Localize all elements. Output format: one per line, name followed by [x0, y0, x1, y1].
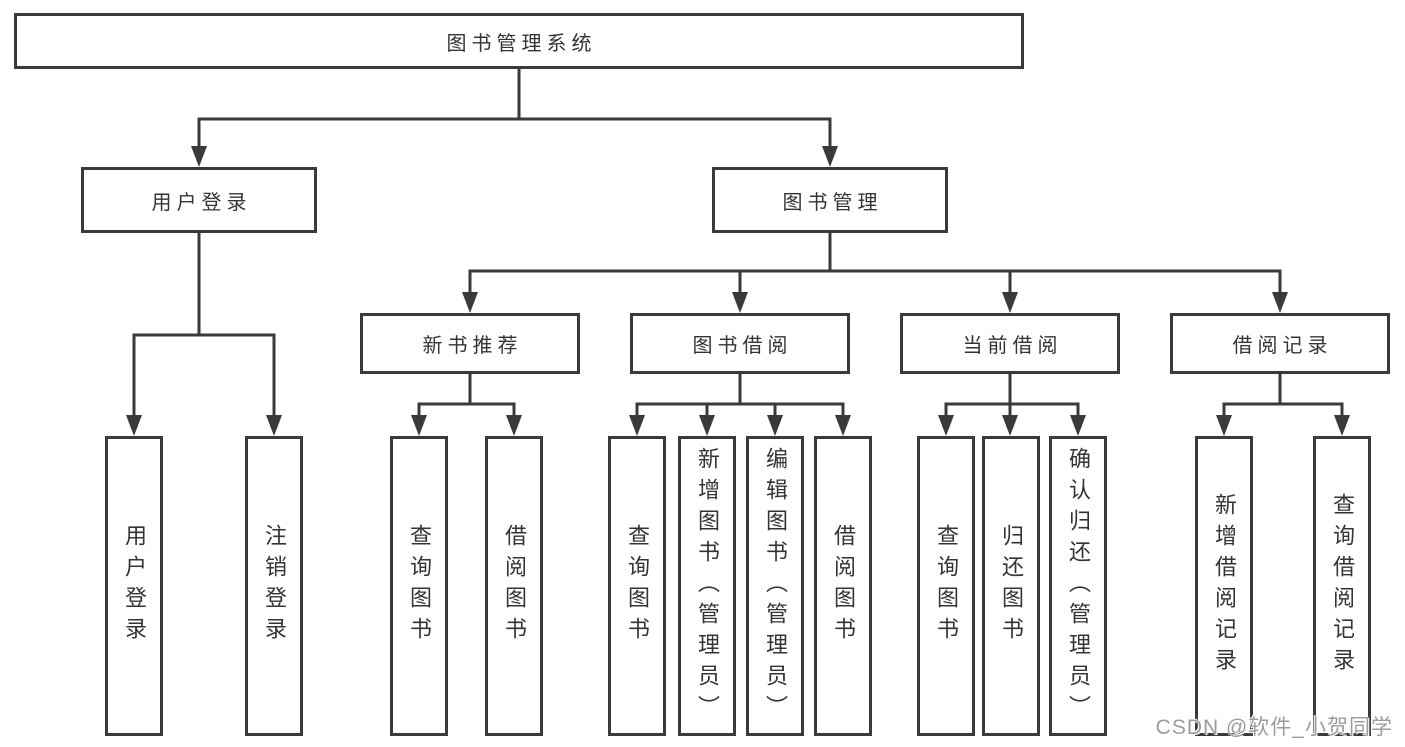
arrowhead	[1334, 415, 1350, 436]
node-new-book-recommend: 新书推荐	[360, 313, 580, 374]
arrowhead	[767, 415, 783, 436]
node-label: 图书管理系统	[446, 32, 597, 55]
arrowhead	[732, 292, 748, 313]
arrowhead	[266, 415, 282, 436]
connector-borrow-records-rail	[1222, 402, 1344, 419]
leaf-label: 编辑图书（管理员）	[763, 446, 788, 726]
arrowhead	[126, 415, 142, 436]
node-book-management: 图书管理	[712, 167, 948, 233]
leaf-query-borrow-record: 查询借阅记录	[1313, 436, 1371, 736]
node-label: 当前借阅	[962, 335, 1063, 357]
node-label: 借阅记录	[1232, 335, 1333, 357]
watermark-text: CSDN @软件_小贺同学	[1155, 716, 1393, 739]
node-book-borrowing: 图书借阅	[630, 313, 850, 374]
leaf-add-borrow-record: 新增借阅记录	[1195, 436, 1253, 736]
node-label: 用户登录	[151, 191, 252, 214]
arrowhead	[191, 146, 207, 167]
node-borrow-records: 借阅记录	[1170, 313, 1390, 374]
arrowhead	[1002, 292, 1018, 313]
leaf-label: 确认归还（管理员）	[1066, 446, 1091, 726]
node-label: 新书推荐	[422, 335, 523, 357]
node-user-login: 用户登录	[81, 167, 317, 233]
arrowhead	[835, 415, 851, 436]
leaf-query-book: 查询图书	[390, 436, 448, 736]
leaf-label: 查询图书	[407, 524, 432, 648]
leaf-label: 查询借阅记录	[1330, 493, 1355, 679]
leaf-label: 新增借阅记录	[1212, 493, 1237, 679]
arrowhead	[822, 146, 838, 167]
connector-user-login-rail	[132, 333, 276, 419]
connector-root-rail	[197, 117, 832, 150]
arrowhead	[506, 415, 522, 436]
arrowhead	[1272, 292, 1288, 313]
leaf-logout: 注销登录	[245, 436, 303, 736]
arrowhead	[938, 415, 954, 436]
node-library-management-system: 图书管理系统	[14, 13, 1024, 69]
arrowhead	[1002, 415, 1018, 436]
leaf-user-login: 用户登录	[105, 436, 163, 736]
leaf-confirm-return-admin: 确认归还（管理员）	[1049, 436, 1107, 736]
arrowhead	[462, 292, 478, 313]
leaf-borrow-book: 借阅图书	[814, 436, 872, 736]
leaf-label: 查询图书	[625, 524, 650, 648]
arrowhead	[411, 415, 427, 436]
node-label: 图书管理	[782, 191, 883, 214]
leaf-label: 借阅图书	[831, 524, 856, 648]
connector-book-mgmt-rail	[468, 269, 1282, 296]
node-label: 图书借阅	[692, 335, 793, 357]
leaf-label: 借阅图书	[502, 524, 527, 648]
connector-new-book-rail	[417, 402, 516, 419]
leaf-label: 注销登录	[262, 524, 287, 648]
arrowhead	[1070, 415, 1086, 436]
leaf-label: 查询图书	[934, 524, 959, 648]
arrowhead	[1216, 415, 1232, 436]
connector-book-borrow-rail	[635, 402, 845, 419]
leaf-edit-book-admin: 编辑图书（管理员）	[746, 436, 804, 736]
arrowhead	[629, 415, 645, 436]
arrowhead	[699, 415, 715, 436]
leaf-query-book: 查询图书	[917, 436, 975, 736]
leaf-return-book: 归还图书	[982, 436, 1040, 736]
leaf-add-book-admin: 新增图书（管理员）	[678, 436, 736, 736]
connector-current-borrow-rail	[944, 402, 1080, 419]
node-current-borrowing: 当前借阅	[900, 313, 1120, 374]
leaf-label: 归还图书	[999, 524, 1024, 648]
leaf-label: 用户登录	[122, 524, 147, 648]
leaf-borrow-book: 借阅图书	[485, 436, 543, 736]
leaf-query-book: 查询图书	[608, 436, 666, 736]
leaf-label: 新增图书（管理员）	[695, 446, 720, 726]
